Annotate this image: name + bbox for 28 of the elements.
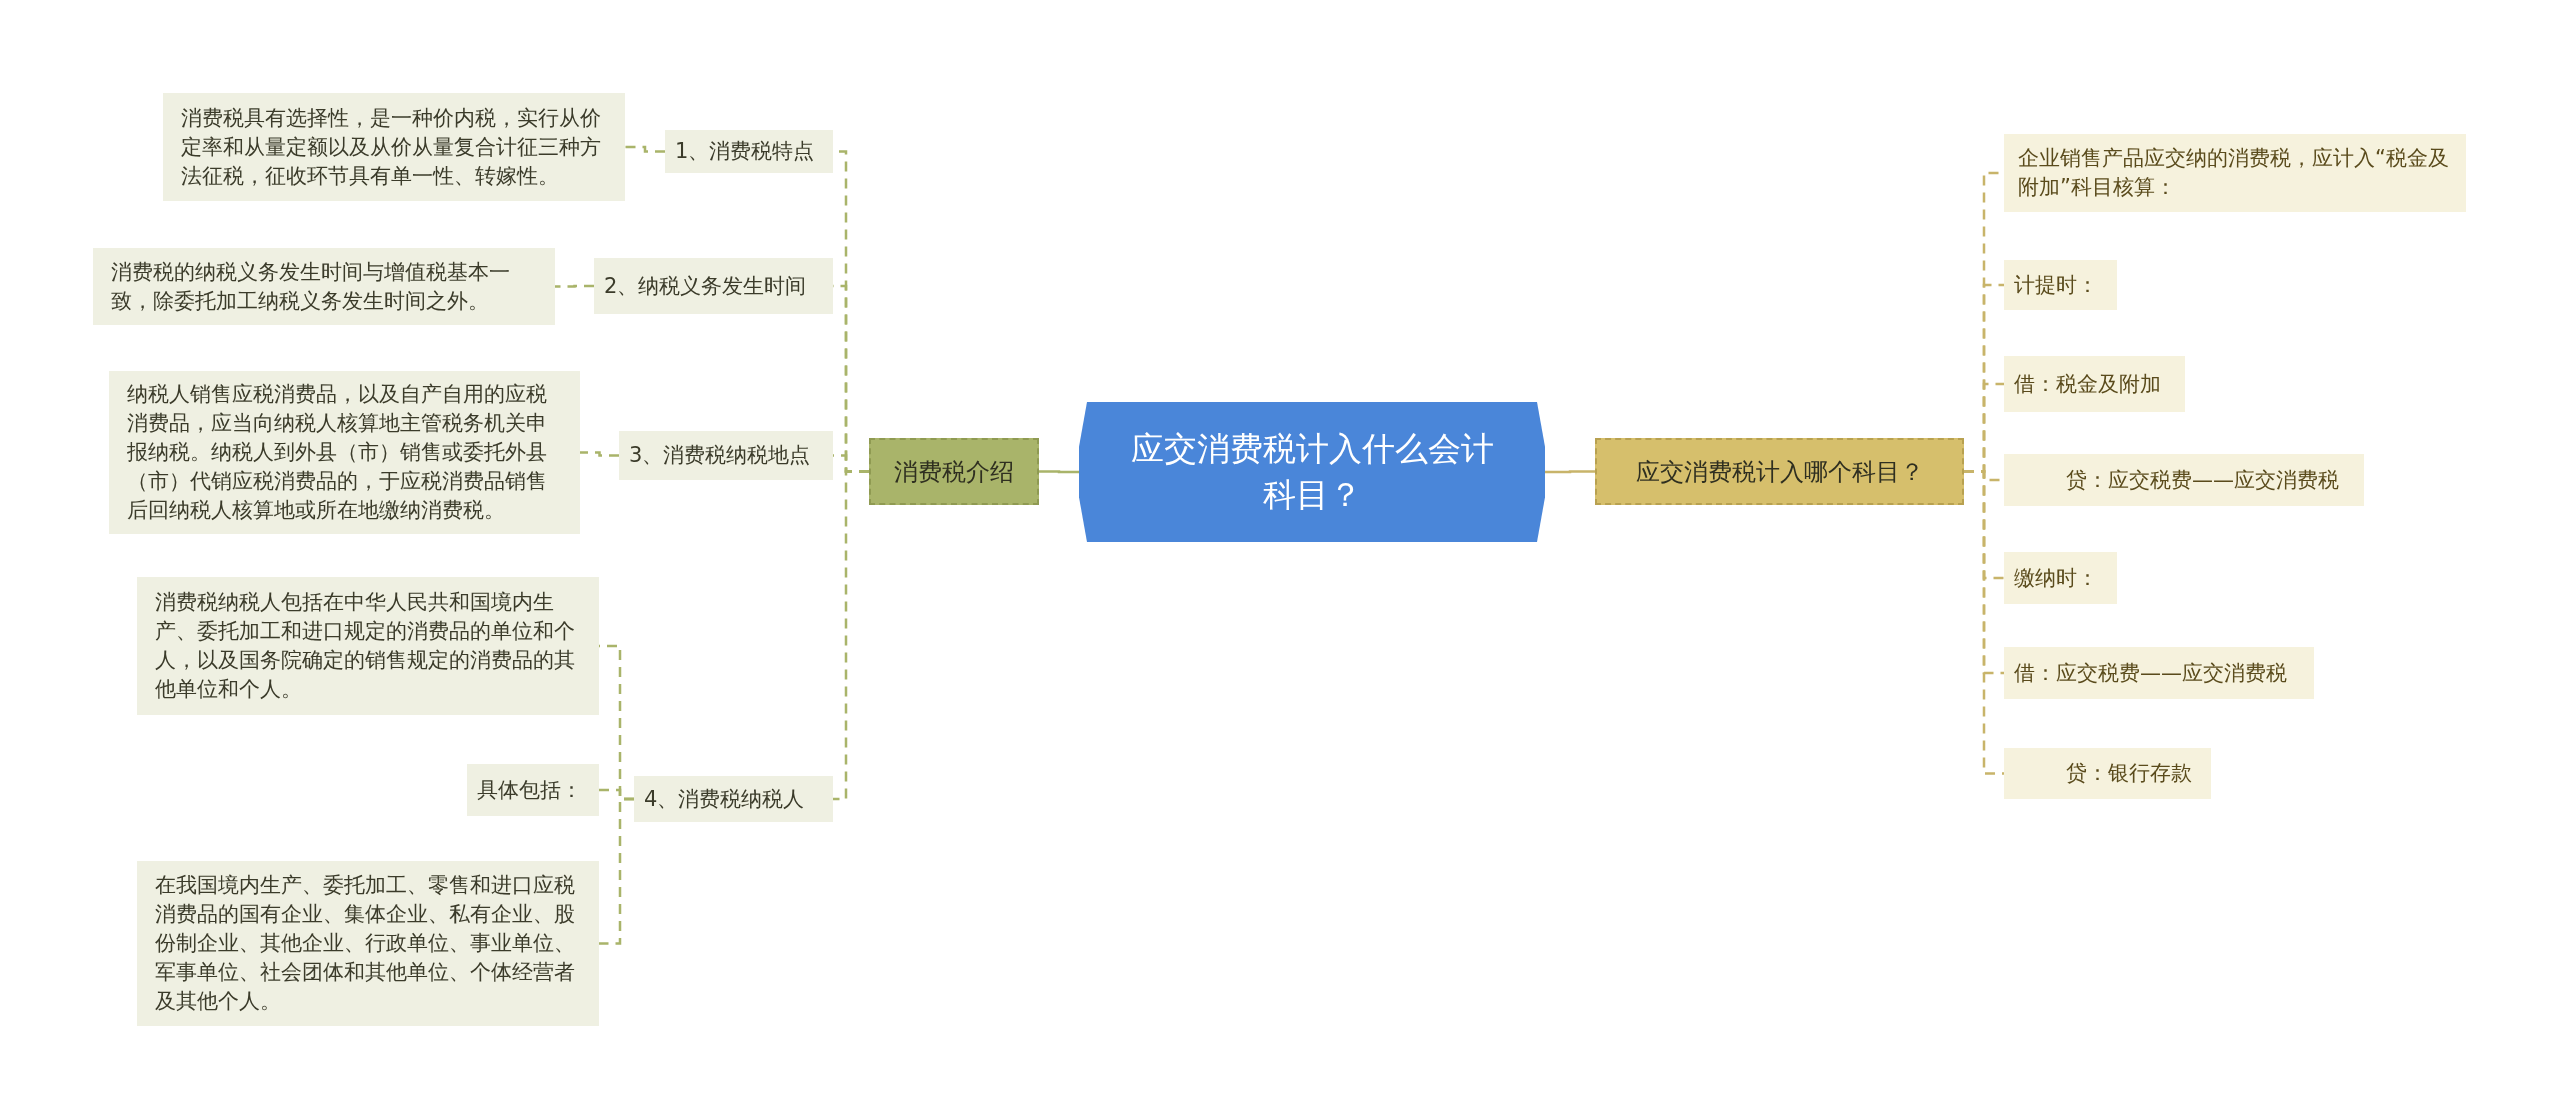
connector-line xyxy=(1039,470,1079,474)
note-box: 2、纳税义务发生时间 xyxy=(594,258,833,314)
note-box: 借：应交税费——应交消费税 xyxy=(2004,647,2314,699)
note-box: 借：税金及附加 xyxy=(2004,356,2185,412)
connector-line xyxy=(1545,470,1595,474)
connector-line xyxy=(599,797,634,945)
note-box: 消费税的纳税义务发生时间与增值税基本一致，除委托加工纳税义务发生时间之外。 xyxy=(93,248,555,325)
note-box: 计提时： xyxy=(2004,260,2117,310)
connector-line xyxy=(580,451,619,457)
connector-line xyxy=(555,284,594,288)
note-box: 消费税具有选择性，是一种价内税，实行从价定率和从量定额以及从价从量复合计征三种方法征税，征收环节具有单一性、转嫁性。 xyxy=(163,93,625,201)
note-box: 4、消费税纳税人 xyxy=(634,776,833,822)
note-box: 具体包括： xyxy=(467,764,599,816)
note-box: 贷：银行存款 xyxy=(2004,748,2211,799)
note-box: 在我国境内生产、委托加工、零售和进口应税消费品的国有企业、集体企业、私有企业、股份制企业、其他企业、行政单位、事业单位、军事单位、社会团体和其他单位、个体经营者及其他个人。 xyxy=(137,861,599,1026)
note-box: 1、消费税特点 xyxy=(665,130,833,173)
note-box: 贷：应交税费——应交消费税 xyxy=(2004,454,2364,506)
note-box: 消费税纳税人包括在中华人民共和国境内生产、委托加工和进口规定的消费品的单位和个人，以及国务院确定的销售规定的消费品的其他单位和个人。 xyxy=(137,577,599,715)
note-box: 纳税人销售应税消费品，以及自产自用的应税消费品，应当向纳税人核算地主管税务机关申报纳税。纳税人到外县（市）销售或委托外县（市）代销应税消费品的，于应税消费品销售后回纳税人核算地或所在地缴纳消费税。 xyxy=(109,371,580,534)
topic-box: 应交消费税计入哪个科目？ xyxy=(1595,438,1964,505)
connector-line xyxy=(625,145,665,153)
topic-box: 消费税介绍 xyxy=(869,438,1039,505)
note-box: 3、消费税纳税地点 xyxy=(619,431,833,480)
note-box: 缴纳时： xyxy=(2004,552,2117,604)
connector-line xyxy=(833,470,869,801)
central-topic-box: 应交消费税计入什么会计科目？ xyxy=(1079,402,1545,542)
note-box: 企业销售产品应交纳的消费税，应计入“税金及附加”科目核算： xyxy=(2004,134,2466,212)
connector-line xyxy=(1964,470,2004,775)
